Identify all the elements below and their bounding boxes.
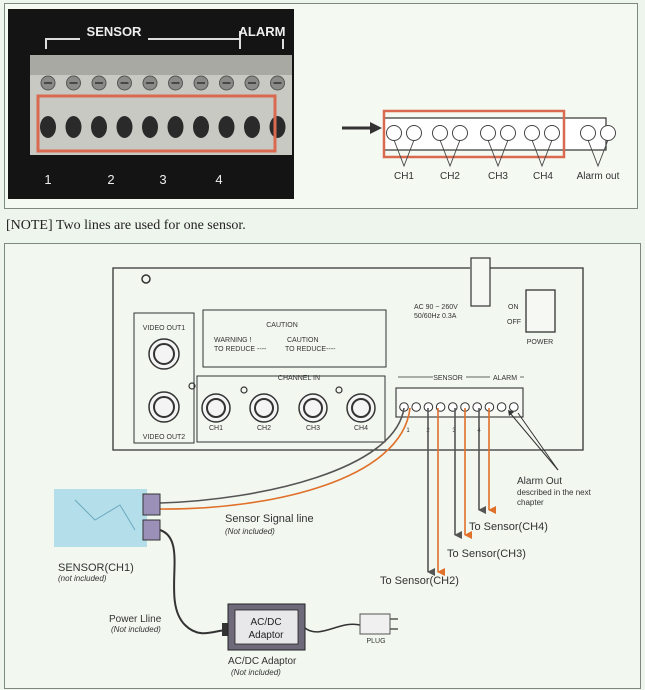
video-out2-label: VIDEO OUT2	[143, 434, 186, 441]
alarm-out-desc-line2: chapter	[517, 498, 544, 507]
panel-sensor-label: SENSOR	[433, 375, 463, 382]
terminal-block-photo-art: SENSOR ALARM 1 2 3 4	[8, 9, 294, 199]
power-switch[interactable]	[525, 289, 556, 333]
photo-highlight-frame	[36, 94, 277, 153]
schematic-ch3: CH3	[488, 171, 508, 182]
sensor-signal-line-note: (Not included)	[225, 527, 275, 536]
schematic-ch1: CH1	[394, 171, 414, 182]
panel-terminal-screw	[472, 402, 483, 412]
sensor-ch1-device	[54, 489, 147, 547]
alarm-out-leader	[509, 412, 559, 471]
to-sensor-ch4: To Sensor(CH4)	[469, 521, 548, 533]
photo-terminal-hole	[116, 116, 133, 138]
terminal-block-photo: SENSOR ALARM 1 2 3 4	[8, 9, 294, 199]
sensor-signal-connector	[142, 493, 161, 516]
panel-terminal-1: 1	[406, 428, 410, 434]
power-on-label: ON	[508, 304, 519, 311]
sensor-power-connector	[142, 519, 161, 541]
sensor-ch1-label: SENSOR(CH1)	[58, 562, 134, 574]
power-line-label: Power Lline	[109, 614, 162, 625]
power-spec-frequency: 50/60Hz 0.3A	[414, 313, 457, 320]
panel-terminal-screw	[509, 402, 519, 412]
channel-in-ch2: CH2	[257, 425, 271, 432]
power-spec-voltage: AC 90 ~ 260V	[414, 304, 458, 311]
photo-terminal-hole	[244, 116, 260, 138]
photo-terminal-hole	[167, 116, 184, 138]
terminal-schematic: CH1 CH2 CH3 CH4 Alarm out	[342, 109, 620, 182]
photo-alarm-label: ALARM	[239, 24, 286, 39]
video-out-box	[133, 312, 195, 444]
plug-label: PLUG	[366, 638, 385, 645]
panel-post	[470, 257, 491, 307]
caution-title: CAUTION	[266, 322, 298, 329]
panel-alarm-label: ALARM	[493, 375, 517, 382]
adaptor-box-line2: Adaptor	[248, 630, 284, 641]
adaptor-label: AC/DC Adaptor	[228, 656, 297, 667]
power-label: POWER	[527, 339, 553, 346]
warning-text: WARNING !	[214, 337, 252, 344]
power-off-label: OFF	[507, 319, 521, 326]
to-sensor-ch2: To Sensor(CH2)	[380, 575, 459, 587]
sensor-ch1-note: (not included)	[58, 574, 107, 583]
alarm-out-desc-line1: described in the next	[517, 488, 592, 497]
adaptor-note: (Not included)	[231, 668, 281, 677]
photo-number-2: 2	[107, 172, 114, 187]
power-line-note: (Not included)	[111, 625, 161, 634]
adaptor-box-line1: AC/DC	[250, 617, 281, 628]
photo-terminal-hole	[193, 116, 209, 138]
schematic-ch2: CH2	[440, 171, 460, 182]
note-text: [NOTE] Two lines are used for one sensor…	[6, 218, 246, 233]
sensor-signal-wire-orange	[159, 407, 411, 510]
photo-terminal-hole	[65, 116, 82, 138]
plug-body	[359, 613, 391, 635]
channel-in-ch1: CH1	[209, 425, 223, 432]
plug-cord	[304, 623, 361, 633]
photo-number-1: 1	[44, 172, 51, 187]
panel-terminal-screw	[448, 402, 458, 412]
caution-text: CAUTION	[287, 337, 319, 344]
power-line-wire	[159, 529, 228, 635]
photo-number-3: 3	[159, 172, 166, 187]
video-out1-label: VIDEO OUT1	[143, 325, 186, 332]
photo-terminal-hole	[91, 116, 107, 138]
panel-terminal-screw	[496, 402, 507, 412]
panel-screw-hole	[141, 274, 151, 284]
photo-terminal-hole	[40, 116, 56, 138]
channel-in-ch4: CH4	[354, 425, 368, 432]
caution-label-box	[202, 309, 387, 368]
photo-terminal-hole	[142, 116, 158, 138]
warning-to-reduce: TO REDUCE ----	[214, 346, 267, 353]
dvr-rear-panel	[112, 267, 584, 451]
schematic-alarm-out: Alarm out	[577, 171, 620, 182]
photo-sensor-label: SENSOR	[87, 24, 143, 39]
panel-terminal-screw	[411, 402, 422, 412]
channel-in-ch3: CH3	[306, 425, 320, 432]
sensor-signal-wire-dark	[159, 407, 405, 504]
sensor-signal-line-label: Sensor Signal line	[225, 513, 314, 525]
channel-in-label: CHANNEL IN	[278, 375, 320, 382]
alarm-out-label: Alarm Out	[517, 476, 562, 487]
to-sensor-ch3: To Sensor(CH3)	[447, 548, 526, 560]
photo-number-4: 4	[215, 172, 222, 187]
caution-to-reduce: TO REDUCE----	[285, 346, 336, 353]
schematic-highlight-frame	[382, 109, 566, 159]
channel-in-box	[196, 375, 386, 443]
schematic-ch4: CH4	[533, 171, 553, 182]
photo-terminal-hole	[218, 116, 235, 138]
